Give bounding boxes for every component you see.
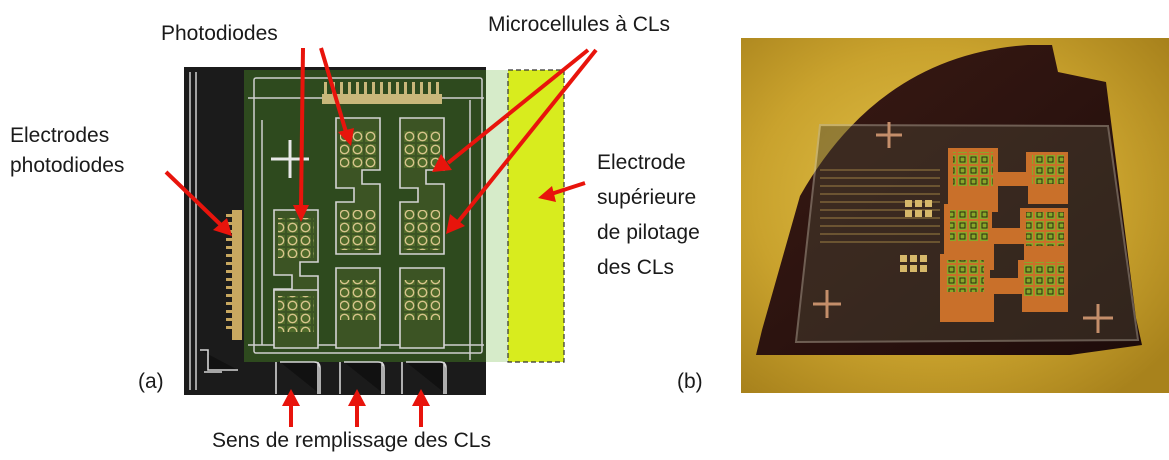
label-photodiodes: Photodiodes bbox=[161, 21, 278, 47]
pale-green-strip bbox=[486, 70, 508, 362]
label-top-electrode-line2: supérieure bbox=[597, 180, 700, 215]
label-microcells: Microcellules à CLs bbox=[488, 12, 670, 38]
panel-b-photo bbox=[741, 38, 1169, 393]
label-top-electrode-line3: de pilotage bbox=[597, 215, 700, 250]
top-electrode-region bbox=[508, 70, 564, 362]
label-electrodes-photodiodes-line1: Electrodes bbox=[10, 121, 124, 151]
label-panel-b: (b) bbox=[677, 369, 703, 395]
label-top-electrode-line4: des CLs bbox=[597, 250, 700, 285]
label-panel-a: (a) bbox=[138, 369, 164, 395]
label-electrodes-photodiodes: Electrodes photodiodes bbox=[10, 121, 124, 181]
label-fill-direction: Sens de remplissage des CLs bbox=[212, 428, 491, 454]
label-electrodes-photodiodes-line2: photodiodes bbox=[10, 151, 124, 181]
label-top-electrode: Electrode supérieure de pilotage des CLs bbox=[597, 145, 700, 285]
label-top-electrode-line1: Electrode bbox=[597, 145, 700, 180]
